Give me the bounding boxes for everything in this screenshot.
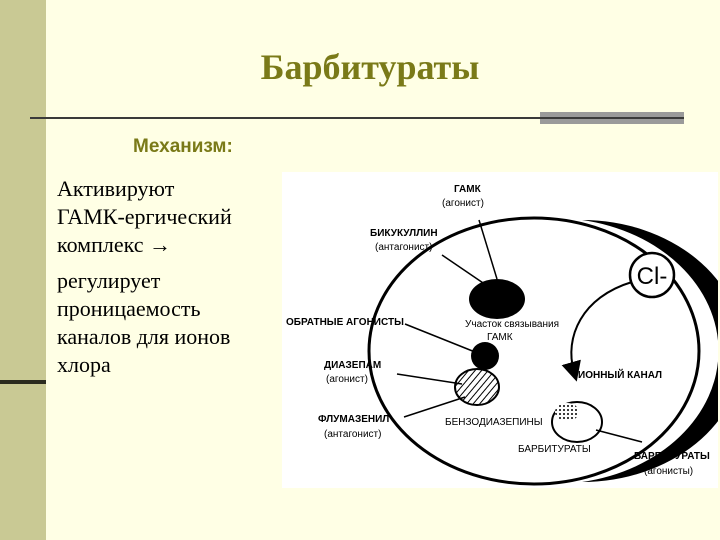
receptor-diagram-svg: Cl- ГАМК (агонист) БИКУКУЛЛИН (антагонис… (286, 184, 718, 486)
gaba-receptor-diagram: Cl- ГАМК (агонист) БИКУКУЛЛИН (антагонис… (282, 172, 718, 488)
ion-flow-arrow (561, 281, 633, 382)
label-gaba-role: (агонист) (442, 198, 484, 209)
label-flumazenil: ФЛУМАЗЕНИЛ (318, 414, 389, 425)
label-bicuculline: БИКУКУЛЛИН (370, 228, 438, 239)
benzodiazepine-site (454, 368, 500, 406)
side-bar-divider (0, 380, 46, 384)
title-underline-accent (540, 112, 684, 124)
label-barbiturates-site: БАРБИТУРАТЫ (518, 444, 591, 455)
label-flumazenil-role: (антагонист) (324, 429, 381, 440)
label-binding-site: Участок связывания (465, 319, 559, 330)
label-inverse-agonists: ОБРАТНЫЕ АГОНИСТЫ (286, 317, 404, 328)
label-benzodiazepines: БЕНЗОДИАЗЕПИНЫ (445, 417, 543, 428)
inverse-agonist-site (471, 342, 499, 370)
receptor-membrane (367, 216, 701, 486)
body-line: Активируют (57, 176, 175, 201)
label-diazepam: ДИАЗЕПАМ (324, 360, 381, 371)
slide-body-text: Активируют ГАМК-ергический комплекс → ре… (57, 175, 287, 379)
body-line: регулирует (57, 268, 161, 293)
slide-subtitle: Механизм: (133, 136, 233, 157)
label-binding-site-gaba: ГАМК (487, 332, 513, 343)
label-barbiturates-agonists: БАРБИТУРАТЫ (634, 451, 710, 462)
body-line: хлора (57, 352, 111, 377)
body-line: комплекс → (57, 232, 171, 257)
chloride-ion (628, 251, 676, 299)
label-gaba: ГАМК (454, 184, 482, 195)
body-line: каналов для ионов (57, 324, 231, 349)
leader-lines (396, 219, 643, 443)
label-bicuculline-role: (антагонист) (375, 242, 432, 253)
title-underline (30, 117, 540, 119)
gaba-binding-site (469, 279, 525, 319)
decorative-side-bar (0, 0, 46, 540)
label-ion-channel: ИОННЫЙ КАНАЛ (578, 368, 662, 381)
body-line: проницаемость (57, 296, 201, 321)
chloride-ion-label: Cl- (637, 263, 668, 290)
label-diazepam-role: (агонист) (326, 374, 368, 385)
barbiturate-site-fill (555, 403, 579, 421)
label-barbiturates-role: (агонисты) (644, 466, 693, 477)
body-line: ГАМК-ергический (57, 204, 232, 229)
slide-title: Барбитураты (260, 47, 480, 87)
